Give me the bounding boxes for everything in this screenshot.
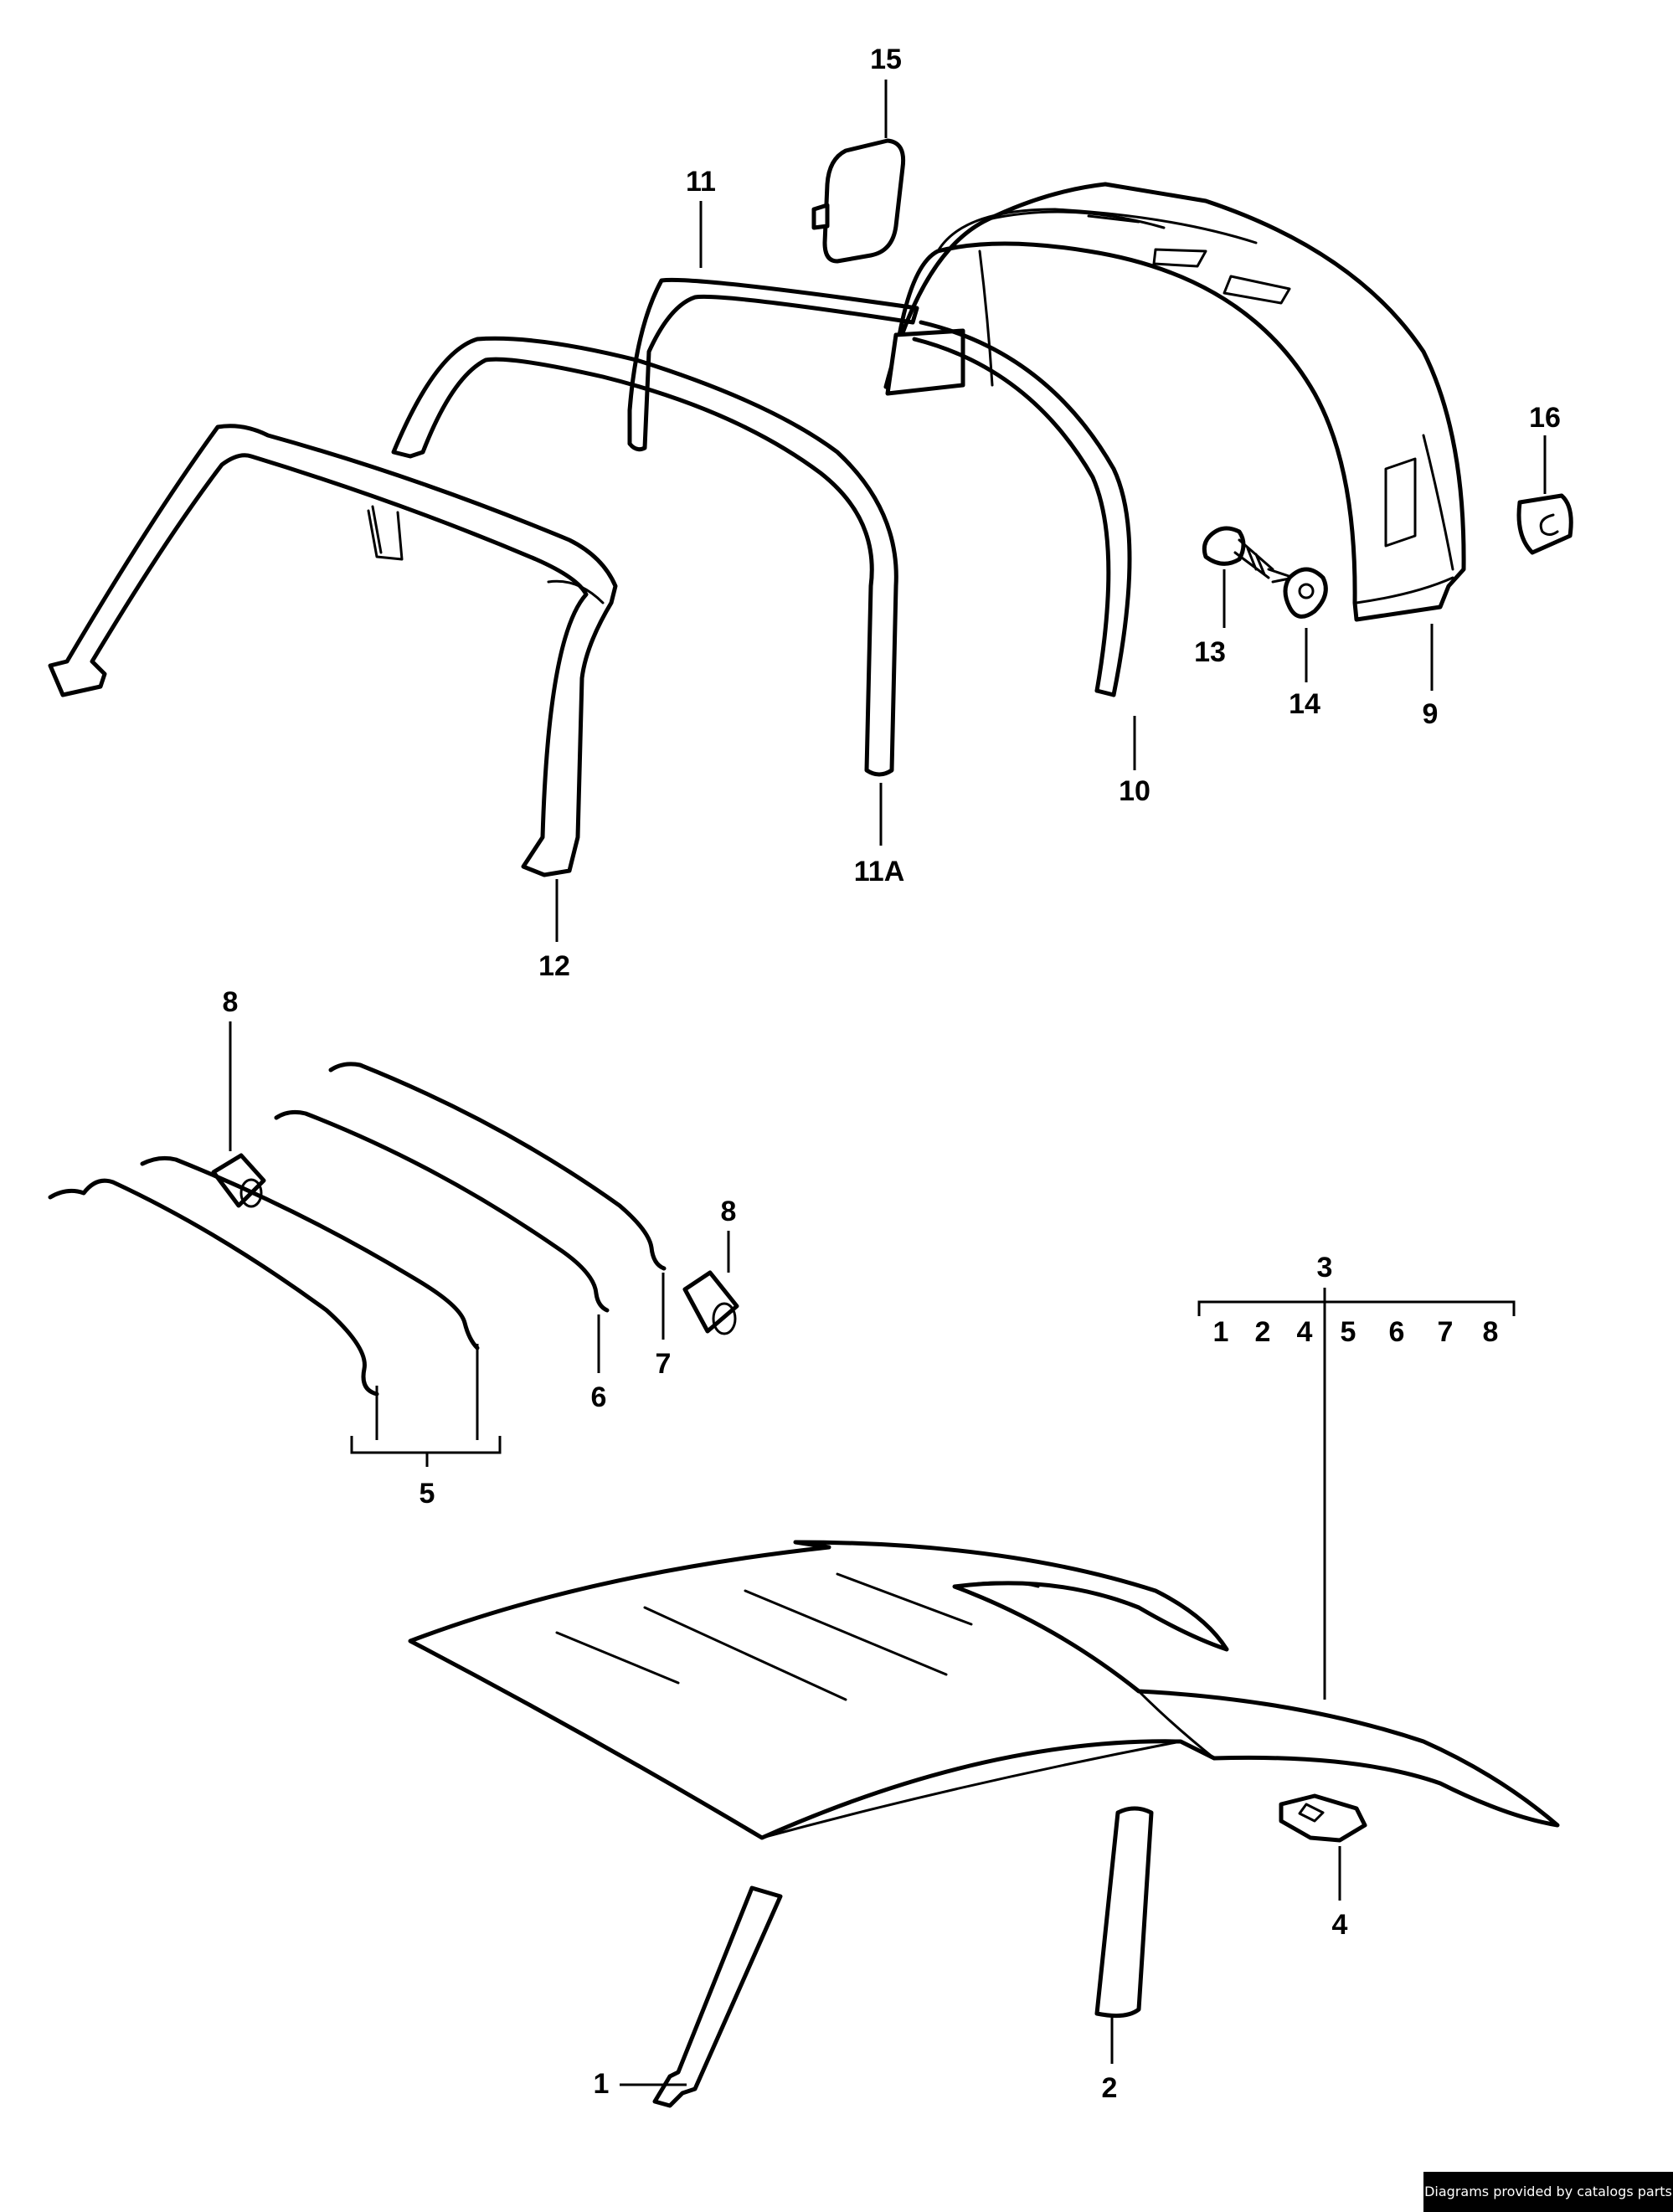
callout-1: 1 (594, 2068, 610, 2100)
part-6-bow (274, 1109, 610, 1373)
part-10-trim (912, 320, 1136, 770)
part-11-trim (627, 201, 919, 452)
part-16-clip (1516, 435, 1573, 555)
callout-6: 6 (591, 1381, 607, 1413)
part-8-bushing-lower (682, 1231, 739, 1335)
bracket-3 (1197, 1288, 1516, 1700)
part-11a-trim (367, 336, 898, 846)
bracket-3-item: 7 (1438, 1316, 1454, 1348)
part-5-bow-a (48, 1178, 379, 1397)
part-13-screw (1202, 526, 1295, 628)
callout-labels: 15 11 16 13 14 9 10 11A 12 8 8 3 6 7 5 4… (223, 44, 1561, 2104)
footer-credit: Diagrams provided by catalogs parts (1423, 2172, 1673, 2212)
callout-7: 7 (656, 1348, 672, 1380)
part-14-grommet (1283, 567, 1328, 682)
bracket-3-item: 6 (1389, 1316, 1405, 1348)
callout-10: 10 (1119, 775, 1151, 807)
bracket-3-item: 1 (1213, 1316, 1229, 1348)
callout-12: 12 (538, 950, 570, 982)
part-3-roof-cover (408, 1540, 1560, 1840)
part-12-trim (48, 424, 618, 942)
bracket-3-items: 1 2 4 5 6 7 8 (1213, 1316, 1499, 1348)
bracket-3-item: 8 (1483, 1316, 1499, 1348)
callout-8-lower: 8 (721, 1196, 737, 1227)
callout-5: 5 (420, 1478, 435, 1510)
callout-14: 14 (1289, 688, 1320, 720)
part-15-clip (811, 80, 906, 264)
callout-2: 2 (1102, 2072, 1118, 2104)
callout-16: 16 (1529, 402, 1561, 434)
callout-15: 15 (870, 44, 902, 75)
part-2-pad (1094, 1806, 1154, 2064)
callout-9: 9 (1423, 698, 1439, 730)
callout-13: 13 (1194, 636, 1226, 668)
part-4-clip-nut (1279, 1793, 1367, 1901)
callout-4: 4 (1332, 1909, 1348, 1941)
part-7-bow (328, 1062, 667, 1340)
callout-8-upper: 8 (223, 986, 239, 1018)
bracket-3-item: 5 (1341, 1316, 1356, 1348)
bracket-5 (350, 1344, 502, 1467)
callout-11: 11 (686, 166, 716, 198)
bracket-3-item: 4 (1297, 1316, 1313, 1348)
part-1-pad (620, 1885, 783, 2108)
part-5-bow-b (140, 1155, 480, 1350)
bracket-3-item: 2 (1255, 1316, 1271, 1348)
callout-3: 3 (1317, 1252, 1333, 1283)
part-9-panel (883, 182, 1466, 691)
callout-11a: 11A (854, 856, 905, 887)
